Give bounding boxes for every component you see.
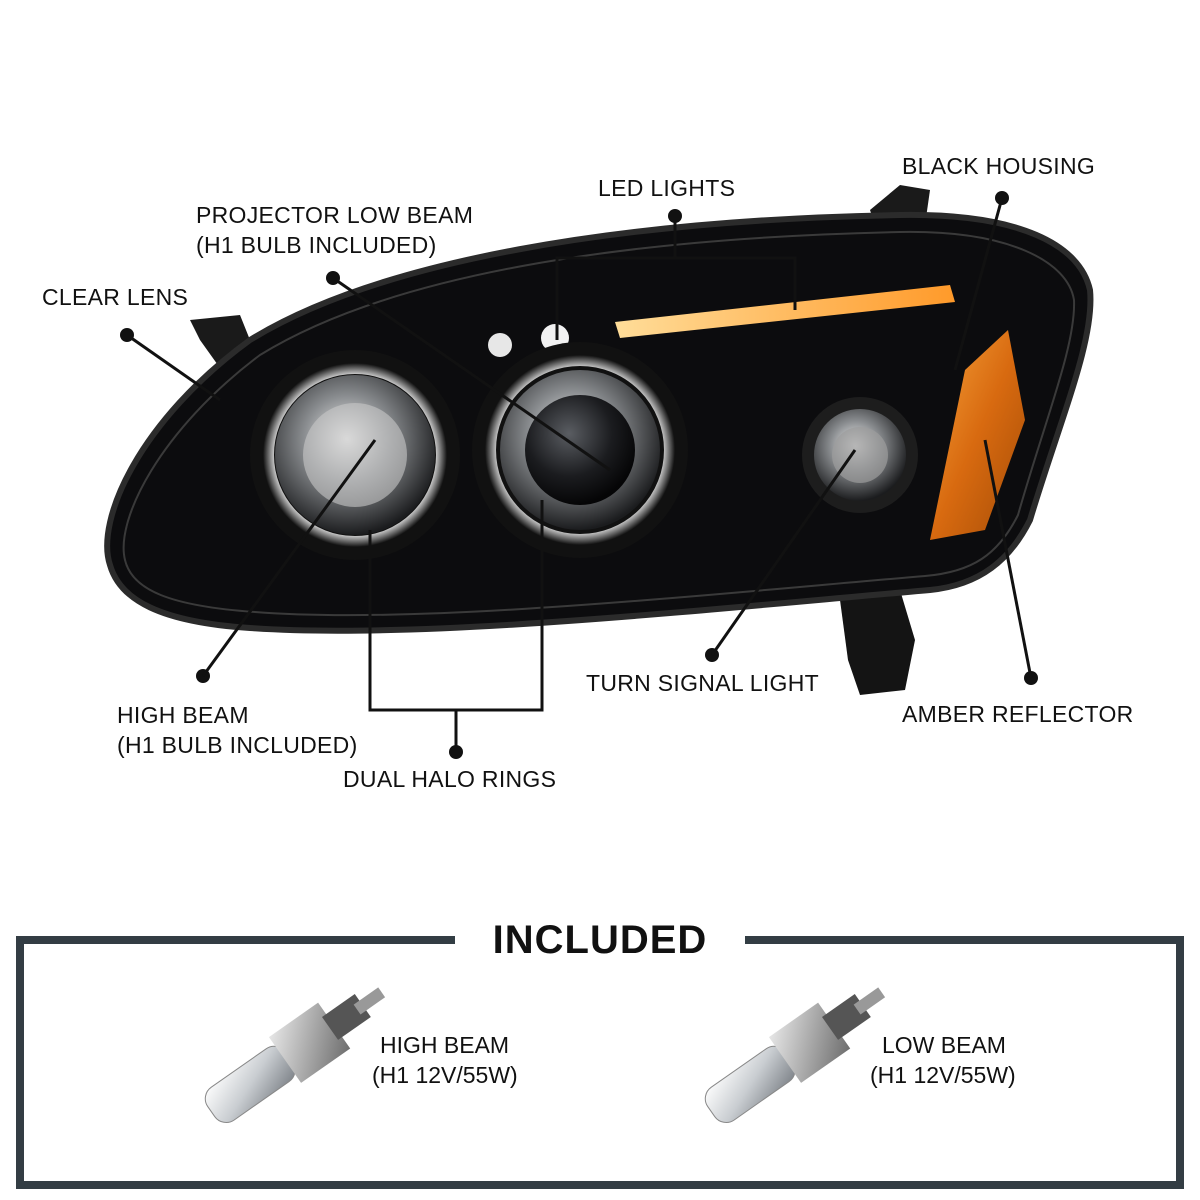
included-item-high-beam-line2: (H1 12V/55W) [372,1062,518,1088]
amber-reflector [930,330,1025,540]
label-black-housing: BLACK HOUSING [902,153,1096,179]
high-beam-unit [250,350,460,560]
label-dual-halo-rings: DUAL HALO RINGS [343,766,557,792]
bulb-icon-high-beam [204,987,386,1124]
included-item-low-beam-line1: LOW BEAM [882,1032,1006,1058]
bulb-icon-low-beam [704,987,886,1124]
projector-low-beam-unit [472,342,688,558]
label-led-lights: LED LIGHTS [598,175,736,201]
included-frame [16,936,1184,1189]
turn-signal-unit [802,397,918,513]
label-high-beam-line1: HIGH BEAM [117,702,249,728]
label-turn-signal-light: TURN SIGNAL LIGHT [586,670,819,696]
label-projector-low-beam-line2: (H1 BULB INCLUDED) [196,232,437,258]
included-title: INCLUDED [492,918,708,962]
label-clear-lens: CLEAR LENS [42,284,189,310]
label-high-beam-line2: (H1 BULB INCLUDED) [117,732,358,758]
included-item-low-beam-line2: (H1 12V/55W) [870,1062,1016,1088]
label-projector-low-beam-line1: PROJECTOR LOW BEAM [196,202,474,228]
included-item-high-beam-line1: HIGH BEAM [380,1032,510,1058]
bottom-connector [840,590,915,695]
callout-lines [120,191,1038,759]
label-amber-reflector: AMBER REFLECTOR [902,701,1134,727]
